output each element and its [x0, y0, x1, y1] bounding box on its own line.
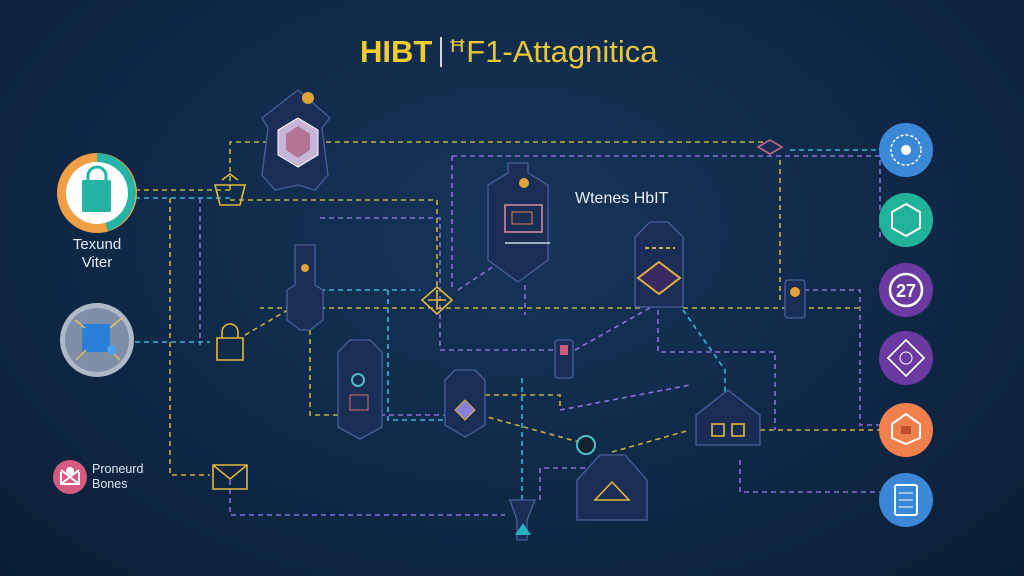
- center-label: Wtenes HbIT: [575, 190, 669, 207]
- relay-node[interactable]: [509, 499, 536, 541]
- right-node-document[interactable]: [879, 473, 933, 527]
- connector: [611, 429, 691, 470]
- connector: [479, 414, 591, 446]
- connector: [309, 330, 340, 416]
- storage-node[interactable]: [444, 369, 486, 438]
- badge-icon: [519, 178, 529, 188]
- bridge-node[interactable]: [695, 389, 761, 446]
- yellow-hub-icon: [213, 173, 247, 206]
- hub-port-icon: [576, 435, 596, 455]
- badge-icon: [302, 92, 314, 104]
- house-shield-icon: [891, 412, 921, 446]
- connector: [485, 394, 561, 410]
- title-divider: [440, 37, 443, 67]
- right-node-badge[interactable]: 27: [879, 263, 933, 317]
- server-icon: [351, 373, 365, 387]
- hub-node[interactable]: [576, 435, 648, 521]
- hexagon-network-icon: [891, 202, 921, 238]
- connector: [795, 289, 880, 426]
- label-line: Bones: [92, 477, 128, 491]
- label-line: Proneurd: [92, 462, 144, 476]
- page-title: HIBT ꟸF1-Attagnitica: [360, 34, 657, 70]
- left-node-label: Texund Viter: [52, 236, 142, 272]
- connector: [457, 261, 501, 291]
- envelope-node-label: Proneurd Bones: [92, 462, 143, 492]
- badge-icon: [301, 264, 309, 272]
- right-node-globe[interactable]: [879, 123, 933, 177]
- connector: [387, 290, 465, 421]
- right-node-hexagon[interactable]: [879, 193, 933, 247]
- connector: [574, 304, 656, 351]
- badge-number: 27: [896, 281, 916, 301]
- number-badge-icon: [888, 272, 924, 308]
- envelope-heart-icon: [60, 467, 80, 485]
- diamond-network-icon: [886, 338, 926, 378]
- monitor-node[interactable]: [487, 162, 550, 283]
- connector: [559, 384, 691, 411]
- yellow-envelope-icon: [212, 464, 248, 490]
- left-node-shopping[interactable]: [57, 153, 137, 233]
- yellow-bag-icon: [216, 323, 244, 361]
- globe-icon: [890, 134, 922, 166]
- gateway-node[interactable]: [286, 244, 324, 331]
- document-cabinet-icon: [894, 484, 918, 516]
- shopping-bag-icon: [82, 165, 111, 212]
- connector: [230, 199, 438, 295]
- node-small[interactable]: [554, 339, 574, 379]
- connector: [682, 309, 726, 395]
- left-node-envelope[interactable]: [53, 460, 87, 494]
- shield-node[interactable]: [261, 89, 331, 191]
- connector: [739, 460, 880, 493]
- connector: [169, 198, 210, 476]
- chip-icon: [636, 260, 682, 296]
- storage-icon: [454, 399, 476, 421]
- label-line: Texund: [72, 236, 122, 253]
- node-small[interactable]: [784, 279, 806, 319]
- monitor-icon: [504, 204, 543, 233]
- title-brand: HIBT: [360, 34, 433, 69]
- right-node-house[interactable]: [879, 403, 933, 457]
- server-node[interactable]: [337, 339, 383, 440]
- connector: [229, 480, 505, 516]
- yellow-network-icon: [420, 285, 454, 316]
- diamond-icon: [756, 139, 784, 155]
- title-subtitle: ꟸF1-Attagnitica: [448, 34, 658, 69]
- label-line: Viter: [81, 254, 113, 271]
- left-node-device[interactable]: [60, 303, 134, 377]
- right-node-diamond[interactable]: [879, 331, 933, 385]
- chip-node[interactable]: [634, 221, 684, 308]
- hexagon-inner-icon: [286, 126, 310, 158]
- device-icon: [74, 317, 123, 361]
- connector: [657, 310, 776, 430]
- connector: [229, 141, 770, 190]
